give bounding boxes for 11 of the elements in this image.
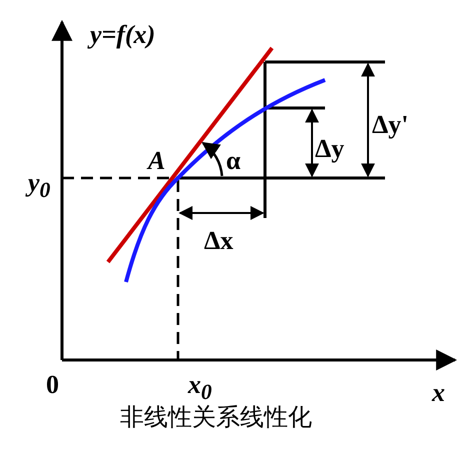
dimension-label: Δy: [315, 136, 344, 162]
origin-label: 0: [46, 372, 59, 398]
dimension-label: Δx: [204, 228, 234, 254]
function-label: y=f(x): [90, 22, 156, 48]
axis-label: x: [432, 380, 445, 406]
dimension-label: Δy': [372, 112, 409, 138]
point-label: A: [148, 148, 166, 174]
axis-label: x$_{0}$: [188, 372, 212, 404]
caption: 非线性关系线性化: [120, 405, 312, 429]
angle-label: α: [226, 148, 241, 174]
axis-label: y$_{0}$: [28, 170, 50, 202]
